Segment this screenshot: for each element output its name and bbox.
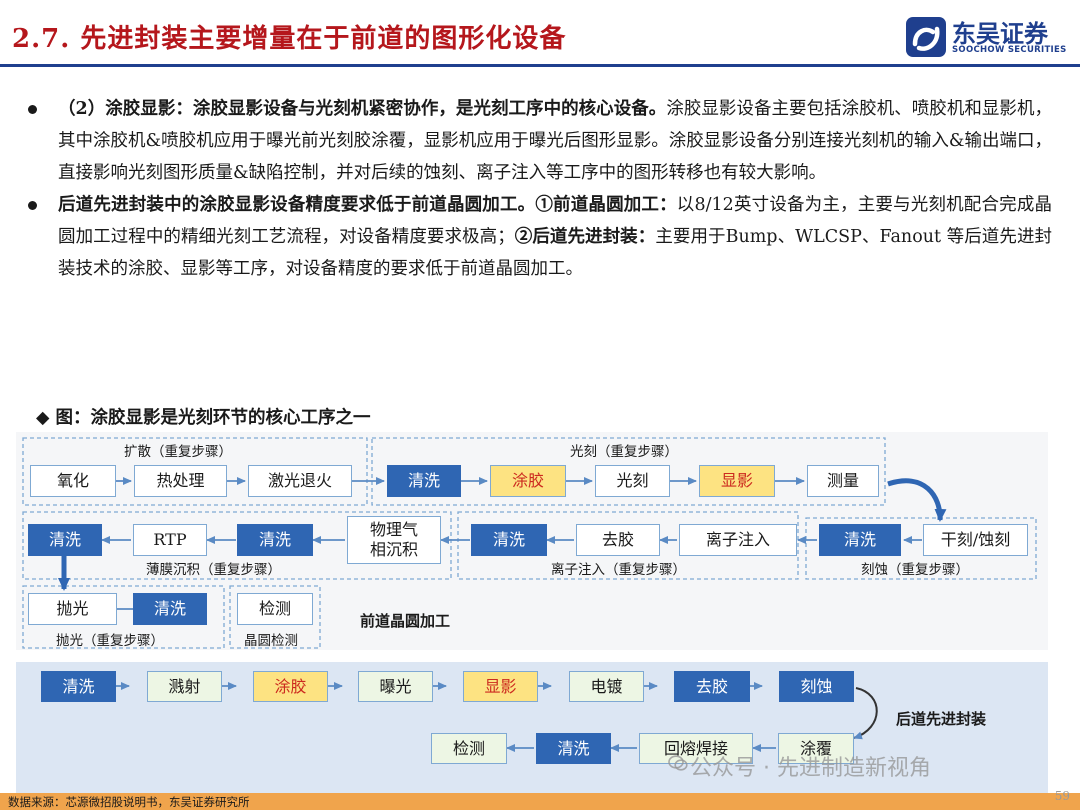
step-pvd-cvd-line1: 物理气 (369, 520, 418, 539)
bullet-item: （2）涂胶显影：涂胶显影设备与光刻机紧密协作，是光刻工序中的核心设备。涂胶显影设… (22, 93, 1052, 189)
front-end-label: 前道晶圆加工 (360, 612, 451, 630)
group-label-inspect: 晶圆检测 (244, 633, 298, 649)
step-rtp: RTP (133, 524, 207, 556)
step-clean: 清洗 (237, 524, 313, 556)
soochow-logo-mark (906, 17, 946, 57)
bullet-dot (28, 201, 37, 210)
bullet-dot (28, 105, 37, 114)
data-source: 数据来源：芯源微招股说明书，东吴证券研究所 (8, 795, 250, 809)
bullet-text: 以8/12英寸设备为主，主要与光刻机配合完成晶圆加工过程中的精细光刻工艺流程，对… (58, 195, 1053, 247)
step-oxidation: 氧化 (30, 465, 116, 497)
step-pvd-cvd: 物理气 相沉积 (347, 516, 441, 564)
bullet-subheading: ②后道先进封装： (514, 227, 656, 247)
step-measure: 测量 (807, 465, 879, 497)
step-coat: 涂胶 (490, 465, 566, 497)
bullet-heading: 后道先进封装中的涂胶显影设备精度要求低于前道晶圆加工。①前道晶圆加工： (58, 195, 677, 215)
group-frame-diffusion (22, 437, 368, 506)
bullet-list: （2）涂胶显影：涂胶显影设备与光刻机紧密协作，是光刻工序中的核心设备。涂胶显影设… (22, 93, 1052, 285)
step-pvd-cvd-line2: 相沉积 (369, 540, 418, 559)
group-frame-etch (805, 517, 1037, 580)
step-clean: 清洗 (471, 524, 547, 556)
step-heat-treatment: 热处理 (134, 465, 227, 497)
group-label-litho: 光刻（重复步骤） (570, 444, 678, 460)
step-polish: 抛光 (28, 593, 117, 625)
curve-arrow-front (887, 478, 947, 522)
footer-bar (0, 793, 1080, 810)
step-clean: 清洗 (819, 524, 901, 556)
step-clean: 清洗 (133, 593, 207, 625)
bullet-text: 涂胶显影设备主要包括涂胶机、喷胶机和显影机，其中涂胶机&喷胶机应用于曝光前光刻胶… (58, 99, 1052, 183)
logo-name-cn: 东吴证券 (952, 20, 1048, 48)
wechat-icon (668, 755, 688, 771)
back-step-strip: 去胶 (674, 671, 750, 702)
page-number: 59 (1054, 789, 1070, 803)
back-step-etch: 刻蚀 (779, 671, 854, 702)
bullet-heading: （2）涂胶显影：涂胶显影设备与光刻机紧密协作，是光刻工序中的核心设备。 (58, 99, 667, 119)
step-inspect: 检测 (237, 593, 313, 625)
process-flow-diagram: 扩散（重复步骤） 光刻（重复步骤） 薄膜沉积（重复步骤） 离子注入（重复步骤） … (16, 432, 1048, 800)
group-label-implant: 离子注入（重复步骤） (551, 562, 686, 578)
company-logo: 东吴证券 SOOCHOW SECURITIES (906, 14, 1066, 60)
step-dry-etch: 干刻/蚀刻 (923, 524, 1028, 556)
step-clean: 清洗 (387, 465, 461, 497)
back-step-reflow: 回熔焊接 (639, 733, 753, 764)
back-step-plating: 电镀 (569, 671, 644, 702)
group-frame-inspect (229, 585, 321, 649)
bullet-item: 后道先进封装中的涂胶显影设备精度要求低于前道晶圆加工。①前道晶圆加工：以8/12… (22, 189, 1052, 285)
back-step-expose: 曝光 (358, 671, 433, 702)
group-label-polish: 抛光（重复步骤） (56, 633, 164, 649)
step-lithography: 光刻 (595, 465, 670, 497)
group-frame-thinfilm (22, 511, 452, 580)
group-frame-litho (371, 437, 886, 506)
back-step-develop: 显影 (463, 671, 538, 702)
page-title: 2.7. 先进封装主要增量在于前道的图形化设备 (12, 24, 567, 54)
group-label-diffusion: 扩散（重复步骤） (124, 444, 232, 460)
back-step-inspect: 检测 (431, 733, 507, 764)
back-step-overcoat: 涂覆 (778, 733, 854, 764)
title-divider (0, 64, 1080, 67)
back-step-coat: 涂胶 (253, 671, 328, 702)
bullet-text: 主要用于Bump、WLCSP、Fanout 等后道先进封装技术的涂胶、显影等工序… (58, 227, 1053, 279)
group-label-thinfilm: 薄膜沉积（重复步骤） (146, 562, 281, 578)
group-label-etch: 刻蚀（重复步骤） (861, 562, 969, 578)
back-step-sputter: 溅射 (147, 671, 222, 702)
step-strip: 去胶 (576, 524, 660, 556)
figure-caption: ◆ 图：涂胶显影是光刻环节的核心工序之一 (36, 408, 371, 428)
back-step-clean: 清洗 (536, 733, 611, 764)
step-ion-implant: 离子注入 (679, 524, 797, 556)
step-laser-anneal: 激光退火 (248, 465, 352, 497)
logo-name-en: SOOCHOW SECURITIES (952, 45, 1067, 55)
watermark-text: 公众号 · 先进制造新视角 (690, 756, 931, 781)
step-develop: 显影 (699, 465, 775, 497)
back-step-clean: 清洗 (41, 671, 116, 702)
group-frame-implant (457, 511, 799, 580)
back-end-label: 后道先进封装 (896, 710, 987, 728)
curve-arrow-back (853, 687, 878, 740)
group-frame-polish (22, 585, 225, 649)
step-clean: 清洗 (28, 524, 102, 556)
